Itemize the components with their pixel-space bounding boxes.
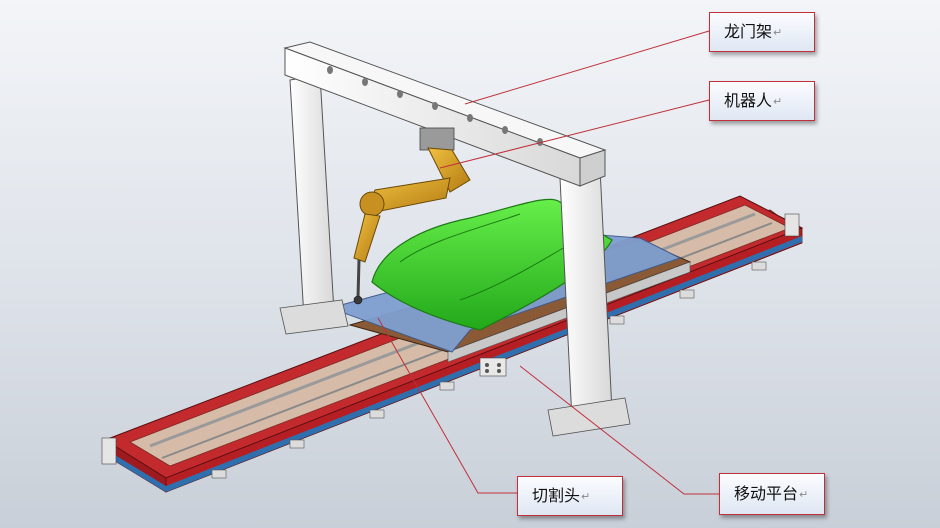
callout-gantry: 龙门架↵ <box>709 12 815 52</box>
callout-gantry-label: 龙门架 <box>724 22 773 41</box>
paragraph-mark-icon: ↵ <box>773 94 783 108</box>
robot-arm <box>353 127 471 305</box>
callout-robot: 机器人↵ <box>709 81 815 121</box>
callout-moving-platform: 移动平台↵ <box>719 473 825 515</box>
paragraph-mark-icon: ↵ <box>581 489 591 503</box>
leader-lines <box>377 30 719 495</box>
callout-cutting-head-label: 切割头 <box>532 486 581 505</box>
paragraph-mark-icon: ↵ <box>799 487 809 501</box>
paragraph-mark-icon: ↵ <box>773 25 783 39</box>
callout-robot-label: 机器人 <box>724 91 773 110</box>
callout-moving-platform-label: 移动平台 <box>734 484 799 503</box>
cutting-head-icon <box>353 295 363 305</box>
callout-cutting-head: 切割头↵ <box>517 476 623 516</box>
